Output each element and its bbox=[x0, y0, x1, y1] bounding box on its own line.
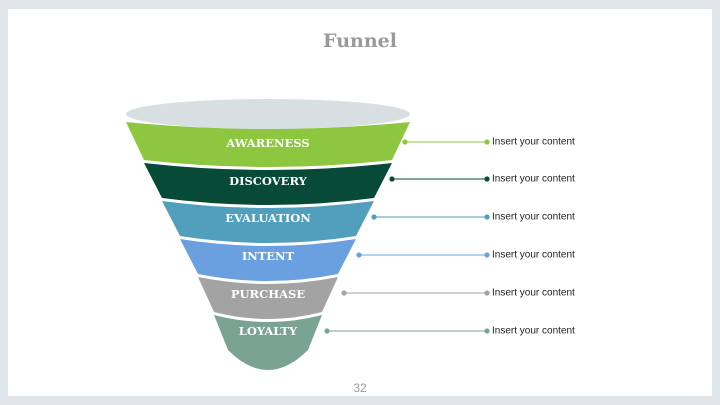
callout-start-dot bbox=[341, 290, 347, 296]
funnel-stage-label: INTENT bbox=[242, 249, 295, 263]
funnel-stage-evaluation bbox=[162, 201, 374, 243]
callout-end-dot bbox=[484, 328, 490, 334]
callout-content-text[interactable]: Insert your content bbox=[492, 326, 575, 337]
funnel-stage-intent bbox=[180, 239, 356, 281]
funnel-stage-label: LOYALTY bbox=[239, 324, 298, 338]
slide-title: Funnel bbox=[323, 30, 397, 52]
callout-content-text[interactable]: Insert your content bbox=[492, 288, 575, 299]
callout-start-dot bbox=[324, 328, 330, 334]
callout-end-dot bbox=[484, 290, 490, 296]
funnel-stage-label: PURCHASE bbox=[231, 287, 305, 301]
funnel-stage-discovery bbox=[144, 163, 392, 205]
callout-end-dot bbox=[484, 176, 490, 182]
callout-start-dot bbox=[356, 252, 362, 258]
callout-content-text[interactable]: Insert your content bbox=[492, 212, 575, 223]
funnel-rim bbox=[126, 99, 410, 129]
funnel-stage-label: EVALUATION bbox=[225, 211, 311, 225]
callout-end-dot bbox=[484, 252, 490, 258]
callout-end-dot bbox=[484, 214, 490, 220]
callout-start-dot bbox=[402, 139, 408, 145]
callout-end-dot bbox=[484, 139, 490, 145]
callout-content-text[interactable]: Insert your content bbox=[492, 137, 575, 148]
funnel-stage-loyalty bbox=[214, 315, 322, 370]
page-number: 32 bbox=[353, 381, 367, 395]
funnel-stage-awareness bbox=[126, 122, 410, 167]
funnel-stage-label: DISCOVERY bbox=[229, 174, 308, 188]
callout-content-text[interactable]: Insert your content bbox=[492, 250, 575, 261]
callout-content-text[interactable]: Insert your content bbox=[492, 174, 575, 185]
callout-start-dot bbox=[389, 176, 395, 182]
funnel-stage-purchase bbox=[198, 277, 338, 319]
callout-start-dot bbox=[371, 214, 377, 220]
funnel-stage-label: AWARENESS bbox=[225, 136, 309, 150]
